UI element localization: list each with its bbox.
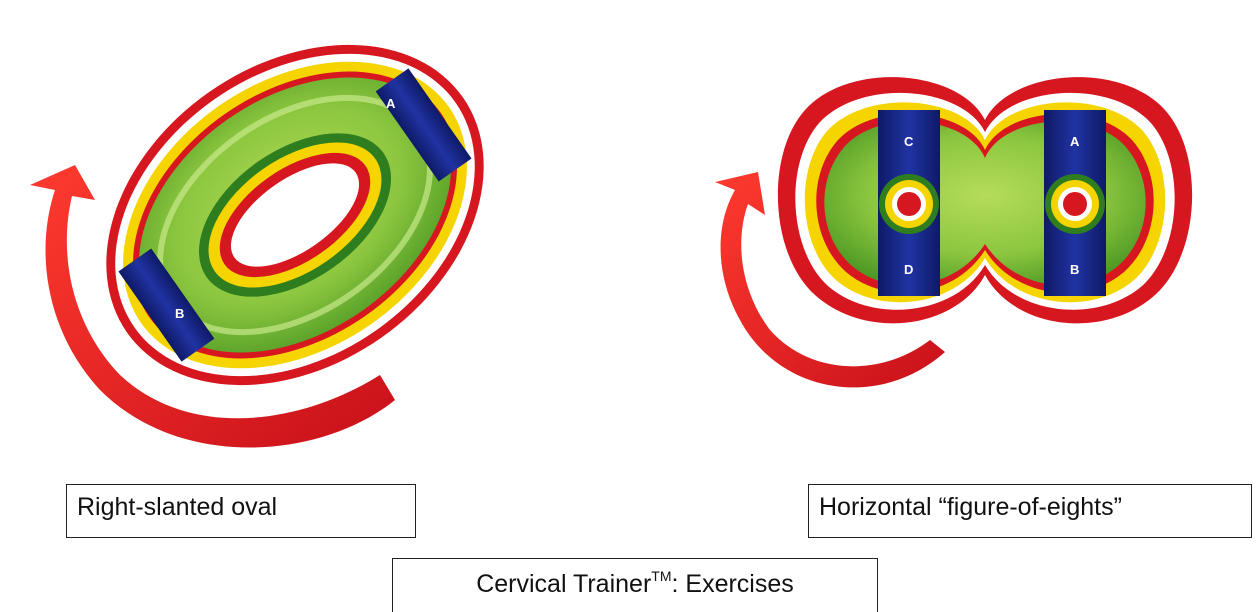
marker-label-a: A [386, 96, 396, 111]
left-exercise-label: Right-slanted oval [66, 484, 416, 538]
right-exercise-label: Horizontal “figure-of-eights” [808, 484, 1252, 538]
figure-eight-figure: C A D B [715, 77, 1192, 387]
caption-prefix: Cervical Trainer [476, 570, 651, 598]
right-hub-red [1063, 192, 1087, 216]
figure-caption: Cervical TrainerTM: Exercises [392, 558, 878, 612]
marker-label-b2: B [1070, 262, 1079, 277]
diagram-canvas: A B C A D B [0, 0, 1256, 480]
marker-label-d: D [904, 262, 913, 277]
marker-label-b: B [175, 306, 184, 321]
caption-suffix: : Exercises [672, 570, 794, 598]
marker-label-a2: A [1070, 134, 1080, 149]
left-hub-red [897, 192, 921, 216]
marker-label-c: C [904, 134, 914, 149]
trademark-superscript: TM [651, 568, 671, 584]
slanted-oval-figure: A B [30, 0, 549, 455]
